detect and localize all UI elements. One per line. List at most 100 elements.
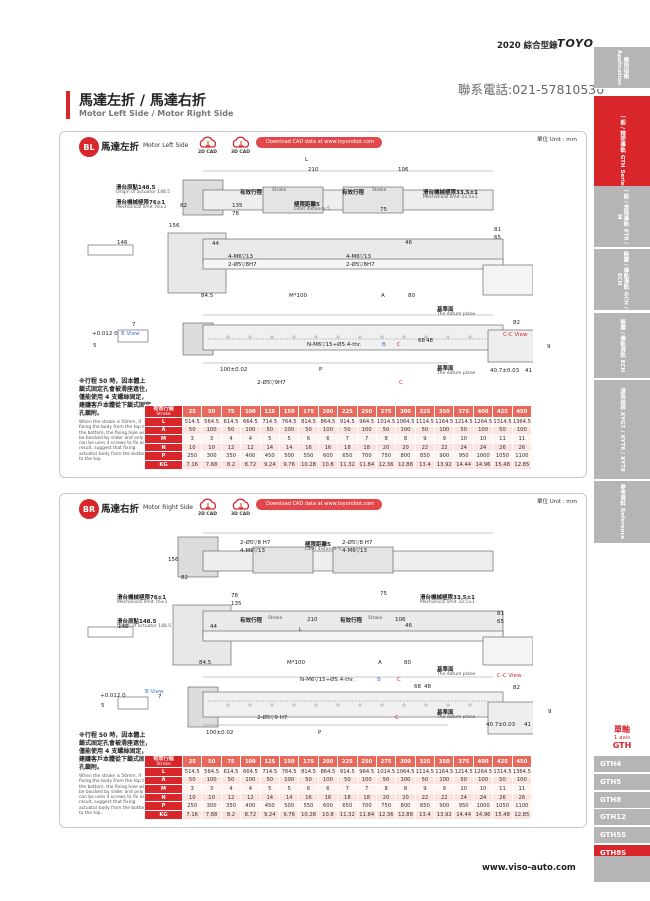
dimension-d68: 68 [418, 338, 425, 344]
stroke-value: 150 [278, 755, 300, 768]
table-cell: 7 [356, 434, 377, 444]
table-cell: 1000 [472, 451, 494, 461]
dimension-d5: 5 [101, 703, 105, 709]
drawing-label-mech-r: 滑台機械極限33.5±1 [420, 595, 476, 601]
download-cad-button[interactable]: Download CAD data at www.toyorobot.com [256, 137, 383, 148]
drawing-label-limit-en: Limit distance 5 [305, 547, 341, 552]
model-tab-gth8[interactable]: GTH8 [594, 791, 650, 809]
drawing-label-stroke2-en: Stroke [372, 188, 387, 193]
dimension-d82b: 82 [513, 320, 520, 326]
slider-top [262, 186, 324, 214]
table-cell: 550 [298, 451, 319, 461]
table-cell: 714.5 [259, 417, 280, 427]
sidebar-tab-0[interactable]: 應用指南 Application [594, 47, 650, 89]
section-title-zh: 馬達右折 [101, 504, 140, 515]
stroke-value: 200 [317, 755, 339, 768]
table-cell: 10 [181, 792, 203, 803]
table-cell: 6 [317, 434, 339, 444]
row-label: M [144, 434, 183, 444]
drawing-label-origin-en: Origin of actuator 148.5 [117, 624, 172, 629]
dimension-d65: 65 [494, 235, 501, 241]
model-tab-gth5[interactable]: GTH5 [594, 773, 650, 791]
model-tab-gth5s[interactable]: GTH5S [594, 827, 650, 845]
dimension-m100: M*100 [287, 660, 305, 666]
actuator-body-bottom [202, 324, 504, 351]
arrow-shape [238, 141, 244, 148]
table-cell: 300 [201, 451, 222, 461]
stroke-value: 75 [220, 755, 242, 768]
sidebar-tab-3[interactable]: 無塵 / 導軌滑軌 GCH / ECH [594, 249, 650, 311]
dimension-d48: 48 [424, 684, 431, 690]
slider-top-2 [342, 186, 404, 214]
drawing-label-stroke1: 有效行程 [240, 190, 263, 196]
table-cell: 1164.5 [434, 767, 455, 777]
footer-url[interactable]: www.viso-auto.com [482, 863, 576, 873]
table-cell: 6 [298, 434, 319, 444]
table-cell: 50 [414, 775, 436, 786]
table-cell: 24 [453, 442, 474, 453]
table-cell: 8.2 [220, 809, 242, 820]
table-cell: 400 [240, 451, 261, 461]
table-cell: 350 [220, 451, 242, 461]
cloud-download-icon [199, 498, 217, 510]
mount-hole [402, 703, 406, 707]
table-cell: 7 [337, 434, 358, 444]
stroke-value: 300 [395, 755, 416, 768]
sidebar-tab-4[interactable]: 無塵 / 導軌滑軌 ECH [594, 313, 650, 379]
arrow-shape [205, 503, 211, 510]
sidebar-tab-5[interactable]: 滾珠絲桿 XYG7 / XYT8 / XYT8 [594, 380, 650, 480]
table-cell: 914.5 [337, 767, 358, 777]
table-cell: 13.92 [434, 459, 455, 470]
sidebar-tab-label: 應用指南 Application [616, 49, 629, 86]
table-cell: 5 [259, 784, 280, 794]
sidebar-tab-2[interactable]: 一般 / 滾珠導軌 ETB / M [594, 186, 650, 248]
table-cell: 650 [337, 801, 358, 811]
stroke-header-en: Stroke [156, 761, 171, 767]
table-cell: 814.5 [298, 417, 319, 427]
mount-hole [358, 335, 362, 339]
sidebar-tab-6[interactable]: 參考資料 Reference [594, 481, 650, 544]
table-cell: 3 [201, 784, 222, 794]
table-cell: 12.85 [511, 459, 533, 470]
table-cell: 7.68 [201, 809, 222, 820]
table-cell: 12.36 [375, 459, 397, 470]
table-cell: 350 [220, 801, 242, 811]
page-title: 馬達左折 / 馬達右折 [79, 93, 206, 109]
stroke-value: 250 [356, 755, 377, 768]
table-cell: 22 [434, 442, 455, 453]
table-cell: 22 [434, 792, 455, 803]
row-label: P [144, 801, 183, 811]
table-cell: 50 [220, 775, 242, 786]
table-cell: 8.72 [240, 809, 261, 820]
drawing-label-pin-b: 2-Ø5▽8H7 [346, 262, 375, 268]
drawing-label-datum: 基準面 [437, 307, 454, 313]
dimension-d106: 106 [395, 617, 406, 623]
table-cell: 550 [298, 801, 319, 811]
dimension-d106: 106 [398, 167, 409, 173]
drawing-label-b: B [382, 342, 386, 348]
stroke-value: 175 [298, 405, 319, 418]
stroke-value: 225 [337, 405, 358, 418]
model-tab-gth4[interactable]: GTH4 [594, 756, 650, 773]
table-cell: 700 [356, 451, 377, 461]
table-cell: 14.96 [472, 809, 494, 820]
table-cell: 900 [434, 451, 455, 461]
table-cell: 12.88 [395, 809, 416, 820]
cloud-download-icon [232, 498, 250, 510]
table-cell: 14 [259, 792, 280, 803]
dimension-d40: 40.7±0.03 [490, 368, 520, 374]
dimension-d41: 41 [524, 722, 531, 728]
table-cell: 26 [492, 442, 513, 453]
b-view [117, 696, 149, 710]
stroke-note-en: When the stroke is 50mm, if fixing the b… [79, 420, 149, 463]
stroke-value: 425 [492, 755, 513, 768]
table-cell: 11.32 [337, 809, 358, 820]
model-tab-gth12[interactable]: GTH12 [594, 809, 650, 827]
table-cell: 9 [414, 784, 436, 794]
end-view [482, 636, 533, 666]
table-cell: 914.5 [337, 417, 358, 427]
download-cad-button[interactable]: Download CAD data at www.toyorobot.com [256, 499, 383, 510]
table-cell: 100 [356, 775, 377, 786]
